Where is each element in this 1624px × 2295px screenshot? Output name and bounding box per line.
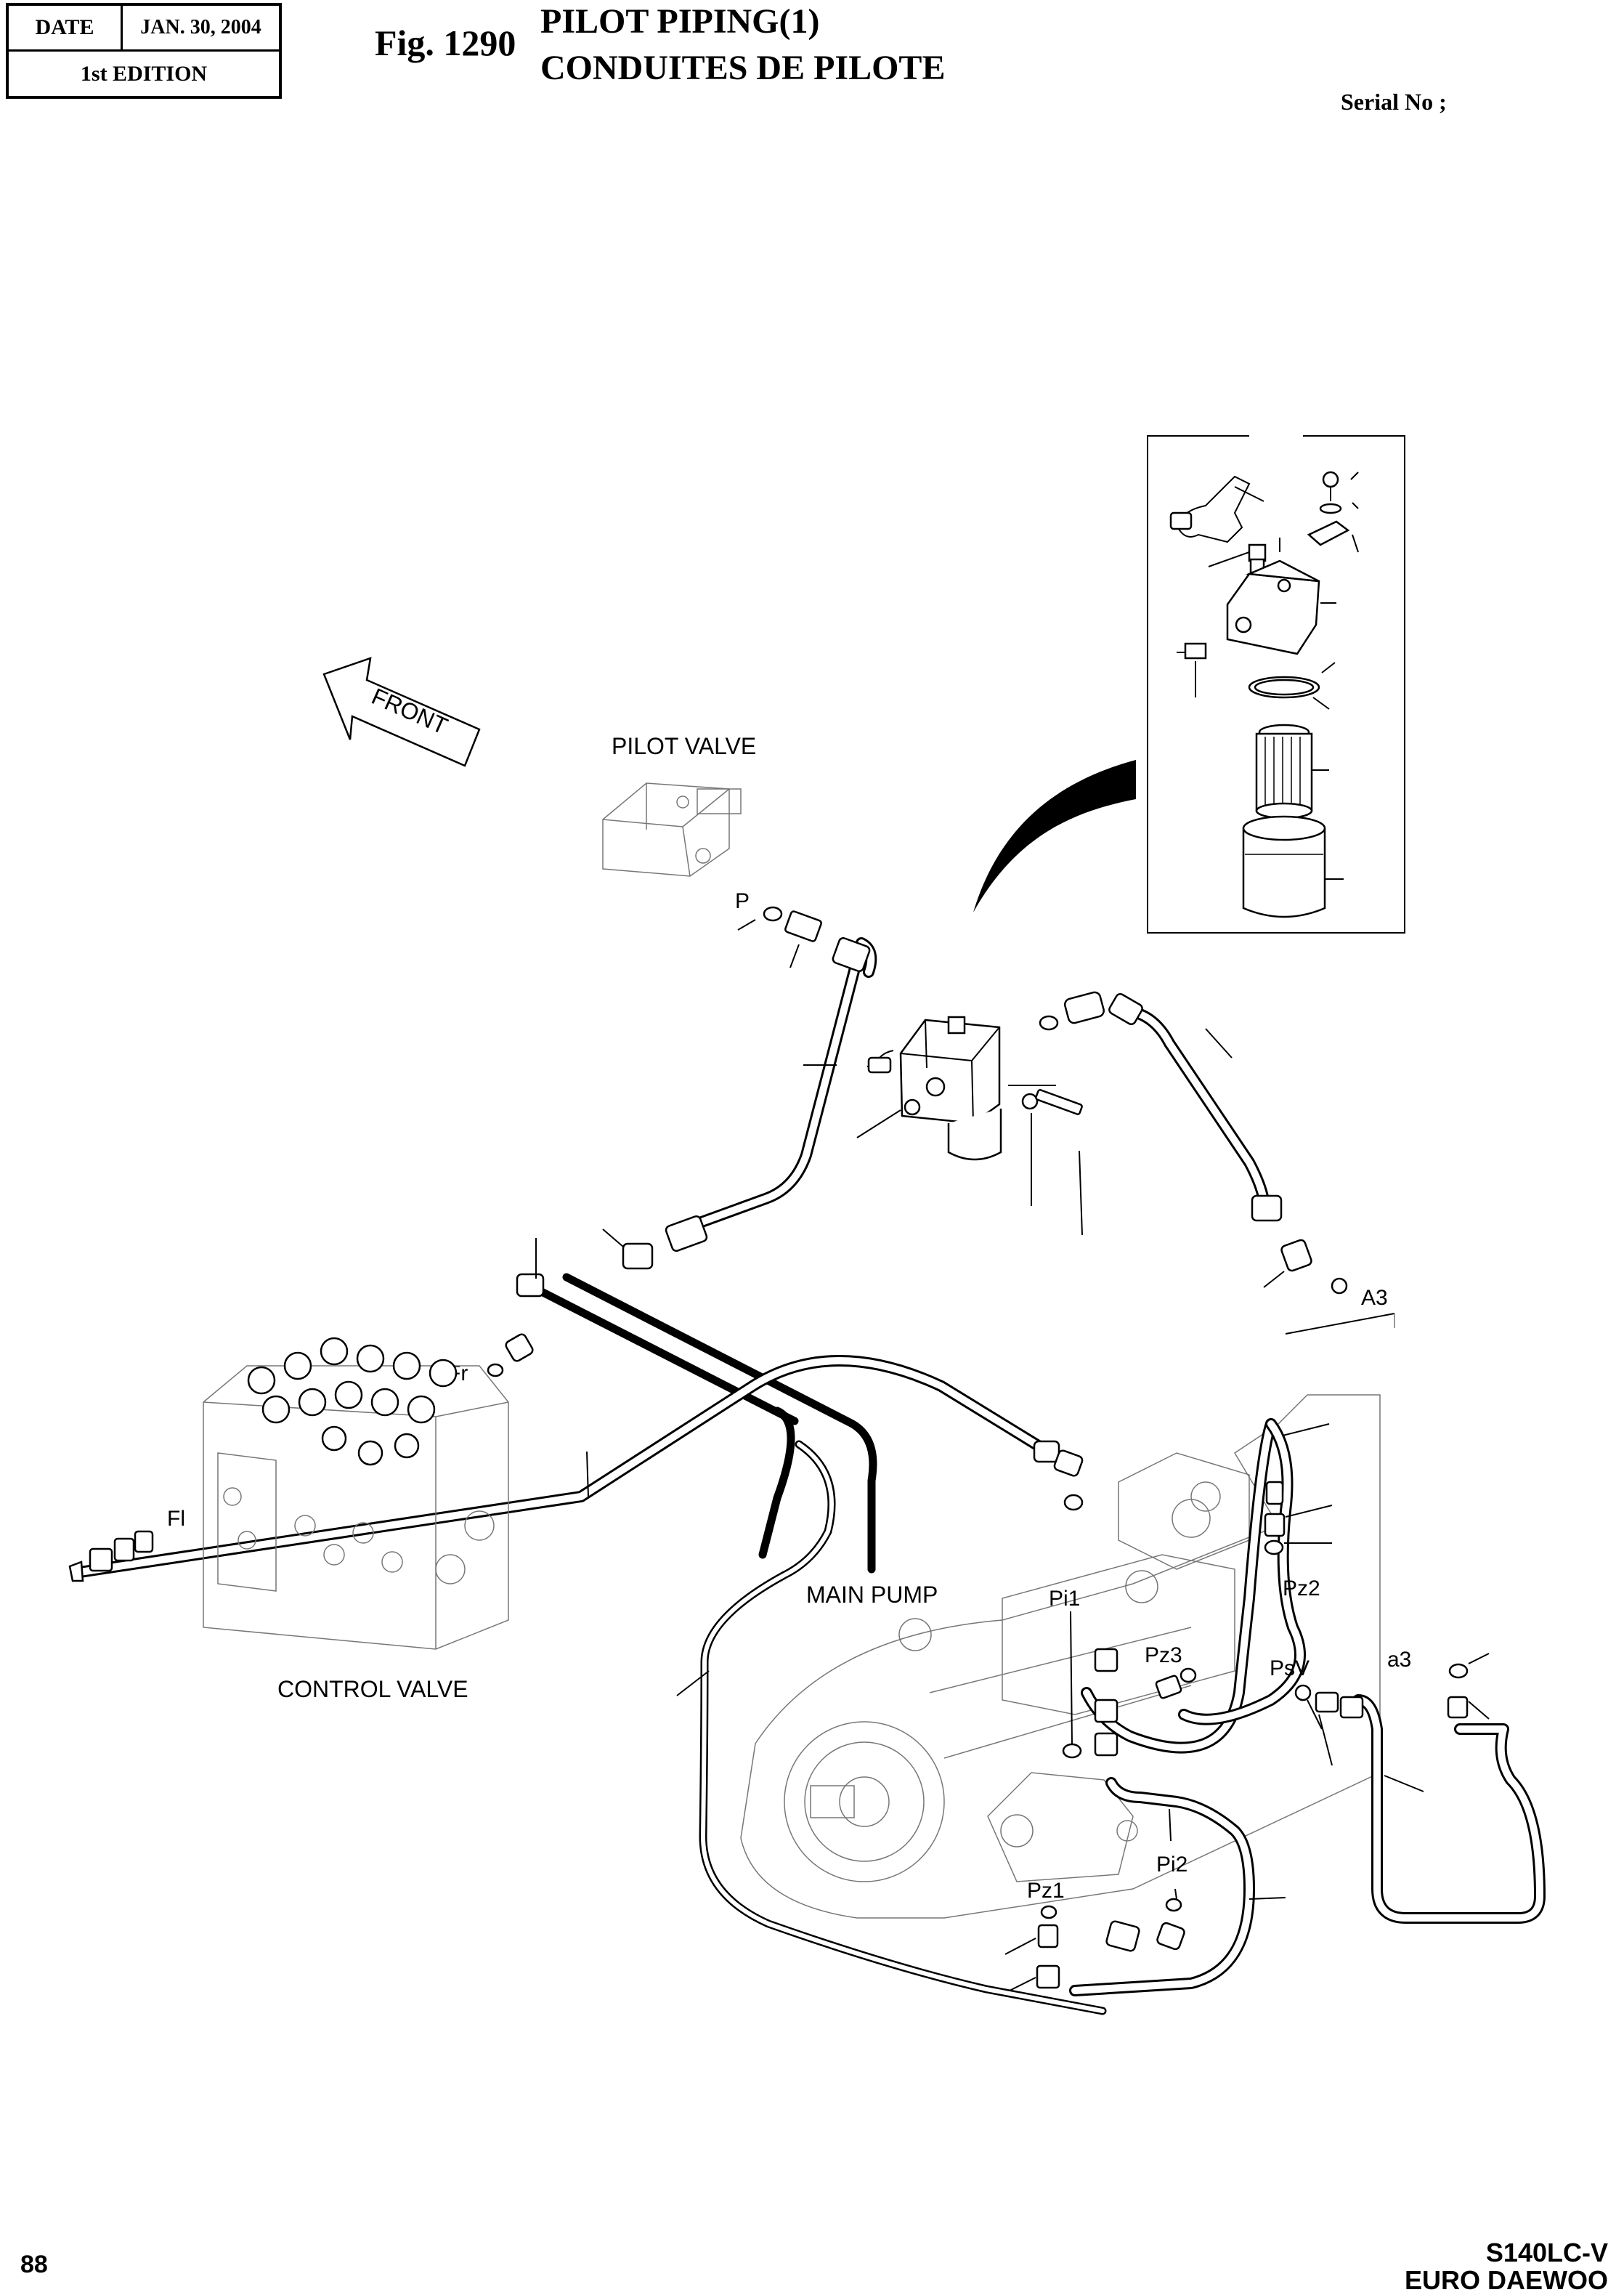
pilot-pipe-pz1 <box>676 1440 1140 2015</box>
port-a3-upper-label: A3 <box>1361 1286 1388 1310</box>
filter-detail-inset <box>1147 435 1405 934</box>
control-valve <box>203 1337 509 1650</box>
pilot-pipe-fr <box>487 1238 877 1574</box>
page-title-en: PILOT PIPING(1) <box>540 2 820 41</box>
pump-hose-pi2 <box>1004 1777 1286 1996</box>
port-pz1-label: Pz1 <box>1027 1879 1065 1903</box>
port-psv-label: PsV <box>1270 1656 1310 1680</box>
date-edition-box: DATE JAN. 30, 2004 1st EDITION <box>6 3 282 99</box>
p-port-fittings <box>737 906 822 968</box>
page-number: 88 <box>20 2251 48 2278</box>
elbow-fitting-1 <box>622 1242 654 1270</box>
date-row: DATE JAN. 30, 2004 <box>9 6 279 52</box>
figure-number: Fig. 1290 <box>375 23 516 63</box>
page-title-fr: CONDUITES DE PILOTE <box>540 49 946 87</box>
pump-hose-a3 <box>1315 1653 1546 1924</box>
main-pump-label: MAIN PUMP <box>806 1582 938 1608</box>
detail-callout-swoosh <box>973 760 1136 912</box>
fl-fittings <box>89 1451 589 1572</box>
port-pz3-label: Pz3 <box>1145 1643 1182 1667</box>
model-line-2: EURO DAEWOO <box>1404 2265 1608 2295</box>
model-name: S140LC-V EURO DAEWOO <box>1405 2239 1608 2294</box>
port-pi1-label: Pi1 <box>1049 1587 1080 1611</box>
port-fl-label: Fl <box>167 1507 185 1531</box>
pump-hose-pz2 <box>1081 1418 1333 1754</box>
line-filter <box>856 1015 1083 1236</box>
port-a3-lower-label: a3 <box>1387 1648 1411 1672</box>
port-pi2-label: Pi2 <box>1156 1853 1187 1877</box>
pilot-hose-2 <box>1063 991 1348 1295</box>
port-pz2-label: Pz2 <box>1283 1576 1320 1600</box>
pilot-hose-1 <box>665 937 877 1252</box>
date-value: JAN. 30, 2004 <box>140 16 261 39</box>
pz3-fittings <box>1094 1648 1333 1766</box>
serial-number-label: Serial No ; <box>1341 89 1447 115</box>
edition-label: 1st EDITION <box>80 61 208 86</box>
pilot-hose-fl <box>68 1355 1084 1582</box>
pilot-valve <box>602 782 742 877</box>
model-line-1: S140LC-V <box>1485 2238 1608 2267</box>
port-p-label: P <box>735 889 750 913</box>
pi1-oring <box>1062 1743 1082 1759</box>
control-valve-label: CONTROL VALVE <box>277 1676 468 1702</box>
date-label: DATE <box>9 6 123 49</box>
pilot-valve-label: PILOT VALVE <box>612 733 756 759</box>
front-arrow: FRONT <box>322 657 481 767</box>
